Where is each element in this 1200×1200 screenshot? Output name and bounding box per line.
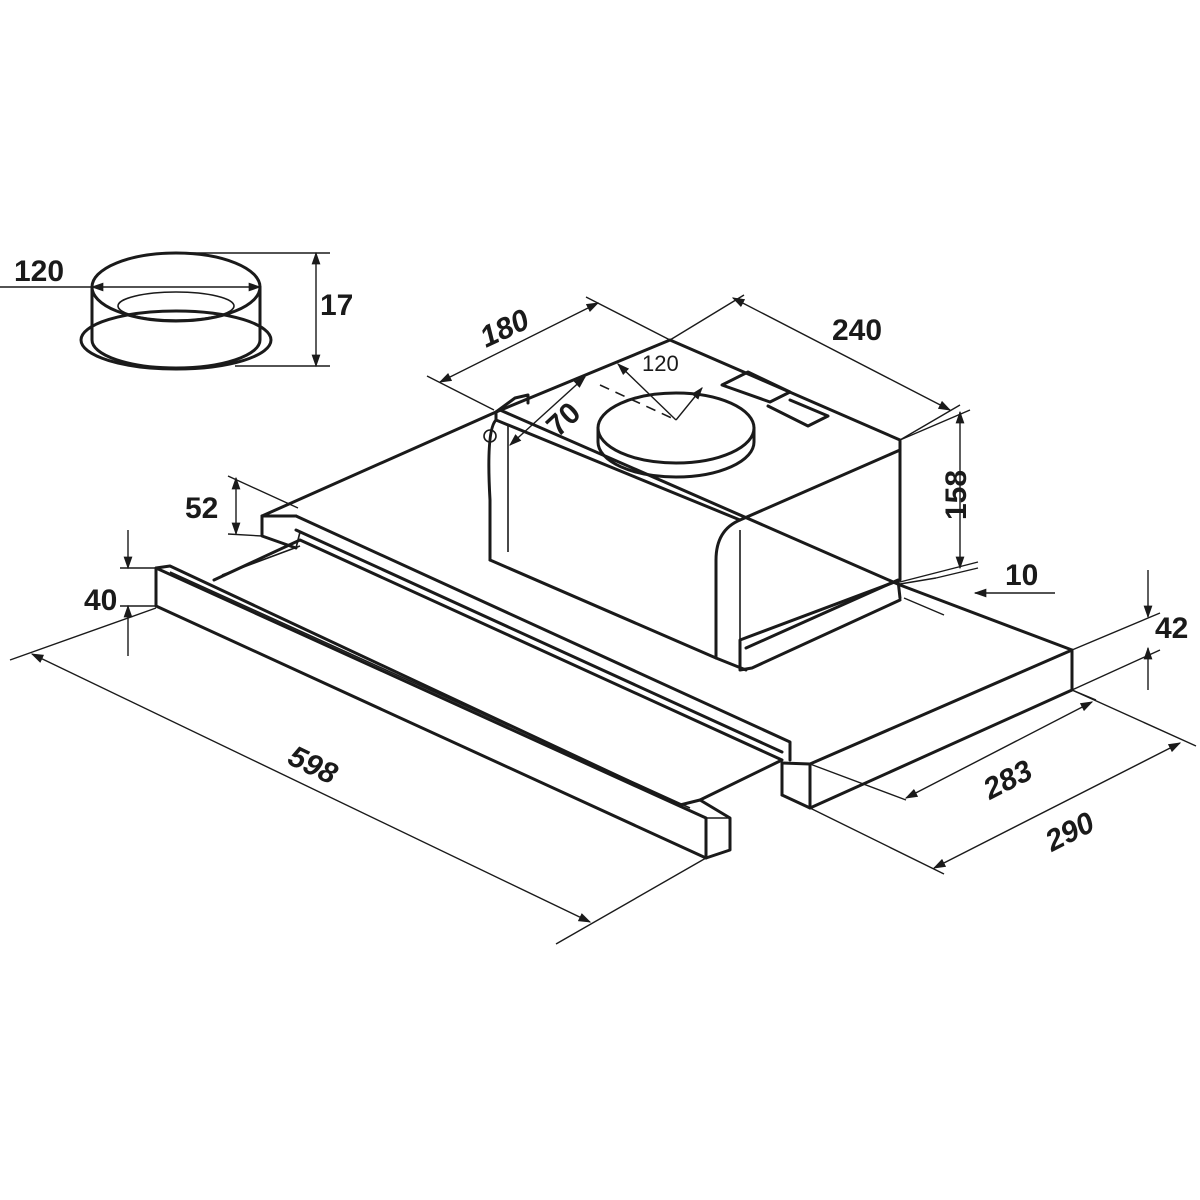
label-motor-width: 180 [475,303,535,354]
motor-outline-right [494,338,902,672]
hood-body [260,408,1074,810]
drawer-tray-outline [212,538,784,802]
drawer-tray-back [221,545,301,576]
motor-front-corner [714,518,748,672]
label-body-depth-inner: 283 [977,754,1038,807]
drawer-front-highlight [169,571,691,809]
dim-collar-height: 17 [176,251,353,368]
body-top-outline [260,408,1074,810]
vent-slot-1 [720,370,792,404]
collar-inner-rim [117,291,235,321]
outlet-body [596,426,756,479]
dim-motor-depth: 240 [669,294,961,441]
label-body-height: 42 [1155,612,1188,645]
duct-collar [79,251,273,371]
dim-motor-height: 158 [899,409,979,583]
dim-wall-gap: 10 [899,559,1055,616]
dim-body-height: 42 [1071,570,1188,691]
dim-drawer-height: 52 [185,475,299,537]
dim-collar-diameter: 120 [0,255,262,292]
label-body-depth: 290 [1039,806,1100,859]
drawer-front-panel [154,564,732,860]
label-motor-depth: 240 [832,314,882,347]
sliding-drawer [154,538,784,860]
motor-bracket [494,393,530,414]
label-front-panel-height: 40 [84,584,117,617]
drawer-channel-inner [294,528,784,754]
label-outlet-offset: 70 [540,396,587,443]
motor-base-flange [744,578,902,650]
motor-left-face [487,418,498,562]
body-front-step [780,761,812,766]
motor-top-front-edge [494,410,902,522]
air-outlet [596,391,756,479]
motor-screw [483,429,497,443]
label-outlet-diameter: 120 [642,351,679,376]
outlet-centerline [599,384,677,421]
dim-front-panel-height: 40 [84,530,156,656]
label-motor-height: 158 [940,470,973,520]
outlet-top [596,391,756,465]
label-collar-diameter: 120 [14,255,64,288]
label-collar-height: 17 [320,289,353,322]
label-wall-gap: 10 [1005,559,1038,592]
drawer-front-top-edge [154,566,708,860]
label-drawer-height: 52 [185,492,218,525]
motor-bottom-left [488,558,718,660]
label-total-width: 598 [283,740,343,792]
drawer-channel-top [294,514,792,762]
motor-housing [483,338,902,672]
collar-body [90,285,262,370]
